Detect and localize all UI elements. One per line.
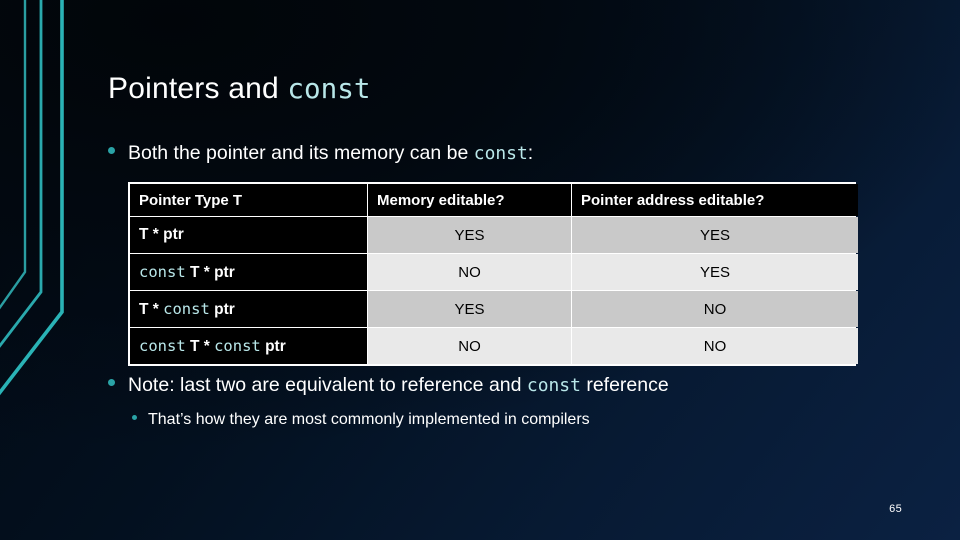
const-keyword: const — [139, 262, 186, 281]
accent-line-3 — [0, 0, 64, 396]
accent-line-2 — [0, 0, 43, 348]
bullet-note-text: Note: last two are equivalent to referen… — [128, 374, 669, 397]
page-title: Pointers and const — [108, 72, 370, 106]
table-head: Pointer Type T Memory editable? Pointer … — [130, 184, 858, 216]
bullet-note: Note: last two are equivalent to referen… — [108, 374, 669, 397]
cell-memory-editable: YES — [368, 217, 571, 253]
cell-memory-editable: NO — [368, 328, 571, 364]
type-text: T * ptr — [185, 263, 235, 281]
bullet-dot-icon — [108, 147, 115, 154]
type-text: ptr — [260, 337, 286, 355]
accent-line-1 — [0, 0, 27, 310]
type-text: T * — [185, 337, 215, 355]
cell-memory-editable: YES — [368, 291, 571, 327]
cell-pointer-type: const T * ptr — [130, 254, 367, 290]
cell-address-editable: YES — [572, 217, 858, 253]
cell-pointer-type: T * const ptr — [130, 291, 367, 327]
type-text: T * — [139, 300, 164, 318]
type-text: T * ptr — [139, 226, 184, 243]
const-keyword: const — [163, 299, 210, 318]
column-header-pointer-type: Pointer Type T — [130, 184, 367, 216]
bullet-intro-prefix: Both the pointer and its memory can be — [128, 142, 474, 164]
bullet-intro-suffix: : — [527, 142, 534, 164]
bullet-note-suffix: reference — [580, 374, 669, 396]
bent-accent-lines-decoration — [0, 0, 64, 396]
pointer-const-table: Pointer Type T Memory editable? Pointer … — [128, 182, 859, 366]
bullet-intro-keyword: const — [473, 143, 528, 164]
table: Pointer Type T Memory editable? Pointer … — [129, 183, 859, 365]
cell-pointer-type: const T * const ptr — [130, 328, 367, 364]
bullet-note-prefix: Note: last two are equivalent to referen… — [128, 374, 527, 396]
const-keyword: const — [214, 336, 261, 355]
column-header-memory-editable: Memory editable? — [368, 184, 571, 216]
table-header-row: Pointer Type T Memory editable? Pointer … — [130, 184, 858, 216]
column-header-address-editable: Pointer address editable? — [572, 184, 858, 216]
cell-memory-editable: NO — [368, 254, 571, 290]
cell-address-editable: YES — [572, 254, 858, 290]
const-keyword: const — [139, 336, 186, 355]
type-text: ptr — [209, 300, 235, 318]
bullet-intro: Both the pointer and its memory can be c… — [108, 142, 533, 165]
cell-pointer-type: T * ptr — [130, 217, 367, 253]
bullet-dot-icon — [108, 379, 115, 386]
bullet-intro-text: Both the pointer and its memory can be c… — [128, 142, 533, 165]
slide-number: 65 — [889, 503, 902, 515]
bullet-sub-text: That’s how they are most commonly implem… — [148, 411, 590, 428]
sub-bullet-dot-icon — [132, 415, 137, 420]
cell-address-editable: NO — [572, 328, 858, 364]
cell-address-editable: NO — [572, 291, 858, 327]
bullet-note-keyword: const — [526, 375, 581, 396]
page-title-keyword: const — [287, 72, 371, 105]
bullet-sub: That’s how they are most commonly implem… — [132, 411, 590, 429]
page-title-text: Pointers and — [108, 72, 288, 105]
